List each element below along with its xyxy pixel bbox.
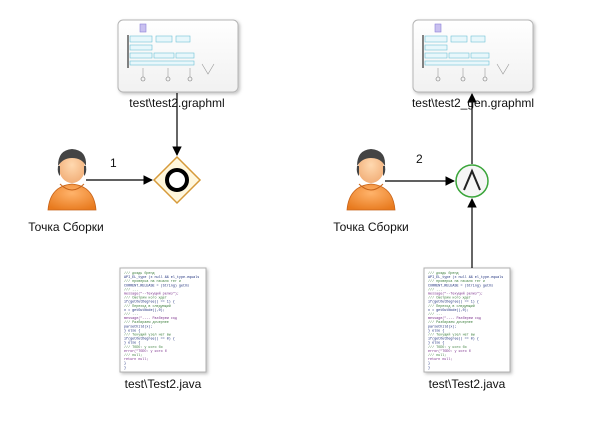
code-line: }	[124, 365, 126, 370]
java-label-right: test\Test2.java	[428, 377, 506, 391]
code-line: message("---- Разберем сод	[428, 316, 481, 321]
code-line: } else {	[428, 341, 444, 346]
code-line: }	[428, 365, 430, 370]
code-line: } else {	[124, 341, 140, 346]
code-line: }	[428, 361, 430, 366]
code-line: } else {	[428, 328, 444, 333]
code-line: }	[124, 361, 126, 366]
code-line: } else {	[124, 328, 140, 333]
end-event-gateway-left	[152, 155, 202, 205]
code-line: /// проверка на начало тег и	[124, 279, 181, 284]
code-line: /// TODO: у кого бо	[428, 345, 467, 350]
code-line: /// Смотрим кого ждет	[428, 296, 471, 301]
edge-number-left: 1	[110, 156, 117, 170]
code-line: message("--Текущий релиз");	[428, 292, 483, 297]
code-line: /// дождь бренд	[428, 271, 459, 276]
graphml-label-left: test\test2.graphml	[129, 96, 225, 110]
code-line: /// Разбираем дочернее	[428, 320, 473, 325]
code-line: return null;	[124, 357, 148, 362]
code-line: if(getOutDegree() == 1) {	[428, 300, 479, 305]
code-line: return null;	[428, 357, 452, 362]
code-line: CURRENT_RELEASE = (String) getUs	[124, 283, 189, 288]
code-line: API_EL_type (x null && el_type.equals	[124, 275, 199, 280]
code-line: API_EL_type (x null && el_type.equals	[428, 275, 503, 280]
code-line: error("TODO: у кого б	[124, 349, 167, 354]
actor-label-left: Точка Сборки	[28, 220, 104, 234]
java-label-left: test\Test2.java	[124, 377, 202, 391]
code-line: /// Текущий узел нет вы	[428, 333, 475, 338]
code-line: /// ...	[428, 287, 442, 292]
code-line: /// Переход в следующий	[124, 304, 171, 309]
code-line: CURRENT_RELEASE = (String) getUs	[428, 283, 493, 288]
code-line: /// ...	[124, 312, 138, 317]
code-line: /// Смотрим кого ждет	[124, 296, 167, 301]
code-line: x = getOutNode(),0);	[124, 308, 165, 313]
code-line: /// проверка на начало тег и	[428, 279, 485, 284]
code-line: x = getOutNode(),0);	[428, 308, 469, 313]
generate-event-right	[455, 164, 489, 198]
code-line: /// null;	[124, 353, 142, 358]
code-line: message("--Текущий релиз");	[124, 292, 179, 297]
code-line: /// Разбираем дочернее	[124, 320, 169, 325]
actor-label-right: Точка Сборки	[333, 220, 409, 234]
code-line: if(getOutDegree() == 1) {	[124, 300, 175, 305]
actor-icon-right	[346, 149, 396, 211]
graphml-card-left	[117, 19, 239, 93]
code-line: /// дождь бренд	[124, 271, 155, 276]
code-line: /// TODO: у кого бо	[124, 345, 163, 350]
code-line: /// Переход в следующий	[428, 304, 475, 309]
graphml-label-right: test\test2_gen.graphml	[411, 96, 535, 110]
code-line: /// null;	[428, 353, 446, 358]
code-line: if(getOutDegree() == 0) {	[124, 337, 175, 342]
edge-number-right: 2	[416, 152, 423, 166]
code-line: message("---- Разберем сод	[124, 316, 177, 321]
code-line: /// ...	[124, 287, 138, 292]
code-line: /// Текущий узел нет вы	[124, 333, 171, 338]
graph-thumbnail-left	[127, 23, 215, 82]
graph-thumbnail-right	[422, 23, 510, 82]
graphml-card-right	[412, 19, 534, 93]
code-line: if(getOutDegree() == 0) {	[428, 337, 479, 342]
code-line: parseChild(x);	[124, 324, 153, 329]
actor-icon-left	[47, 149, 97, 211]
code-line: parseChild(x);	[428, 324, 457, 329]
code-line: error("TODO: у кого б	[428, 349, 471, 354]
code-line: /// ...	[428, 312, 442, 317]
